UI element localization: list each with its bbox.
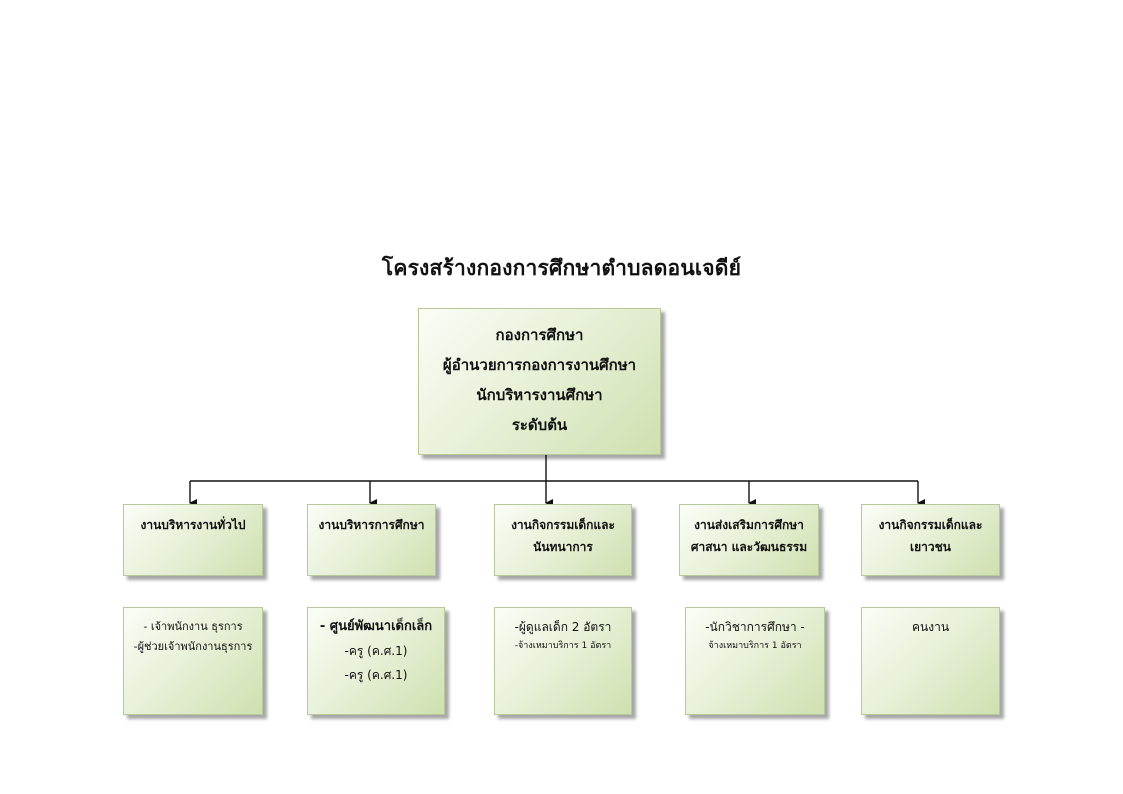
dept-box-education-religion-culture: งานส่งเสริมการศึกษา ศาสนา และวัฒนธรรม: [679, 504, 819, 576]
sub-box-general-admin: - เจ้าพนักงาน ธุรการ -ผู้ช่วยเจ้าพนักงาน…: [123, 607, 263, 715]
staff-item: คนงาน: [911, 620, 950, 634]
page-title: โครงสร้างกองการศึกษาตำบลดอนเจดีย์: [381, 256, 742, 280]
head-line: ระดับต้น: [511, 416, 568, 434]
head-line: นักบริหารงานศึกษา: [476, 386, 603, 404]
dept-label: ศาสนา และวัฒนธรรม: [690, 540, 808, 554]
dept-label: งานกิจกรรมเด็กและ: [878, 518, 983, 532]
head-box: กองการศึกษา ผู้อำนวยการกองการงานศึกษา นั…: [418, 308, 661, 455]
head-line: ผู้อำนวยการกองการงานศึกษา: [442, 356, 637, 374]
dept-box-child-recreation: งานกิจกรรมเด็กและ นันทนาการ: [494, 504, 632, 576]
dept-label: งานกิจกรรมเด็กและ: [511, 518, 615, 532]
dept-label: งานบริหารงานทั่วไป: [140, 518, 246, 532]
staff-item: -ครู (ค.ศ.1): [344, 644, 408, 658]
staff-item: - ศูนย์พัฒนาเด็กเล็ก: [319, 619, 433, 634]
sub-box-education-admin: - ศูนย์พัฒนาเด็กเล็ก -ครู (ค.ศ.1) -ครู (…: [307, 607, 445, 715]
dept-label: งานบริหารการศึกษา: [318, 518, 425, 532]
sub-box-child-youth: คนงาน: [861, 607, 1000, 715]
dept-box-general-admin: งานบริหารงานทั่วไป: [123, 504, 263, 576]
sub-box-education-religion-culture: -นักวิชาการศึกษา - จ้างเหมาบริการ 1 อัตร…: [685, 607, 825, 715]
staff-item: -ผู้ช่วยเจ้าพนักงานธุรการ: [133, 640, 253, 653]
staff-item: -นักวิชาการศึกษา -: [705, 620, 805, 634]
staff-item: -จ้างเหมาบริการ 1 อัตรา: [514, 641, 612, 651]
staff-item: - เจ้าพนักงาน ธุรการ: [143, 620, 243, 633]
dept-label: เยาวชน: [910, 540, 951, 554]
dept-label: นันทนาการ: [533, 540, 593, 554]
dept-box-education-admin: งานบริหารการศึกษา: [307, 504, 436, 576]
dept-box-child-youth: งานกิจกรรมเด็กและ เยาวชน: [861, 504, 1000, 576]
staff-item: -ผู้ดูแลเด็ก 2 อัตรา: [514, 620, 612, 634]
dept-label: งานส่งเสริมการศึกษา: [694, 518, 804, 532]
staff-item: จ้างเหมาบริการ 1 อัตรา: [708, 641, 802, 651]
head-line: กองการศึกษา: [495, 326, 584, 344]
staff-item: -ครู (ค.ศ.1): [344, 668, 408, 682]
sub-box-child-recreation: -ผู้ดูแลเด็ก 2 อัตรา -จ้างเหมาบริการ 1 อ…: [494, 607, 632, 715]
